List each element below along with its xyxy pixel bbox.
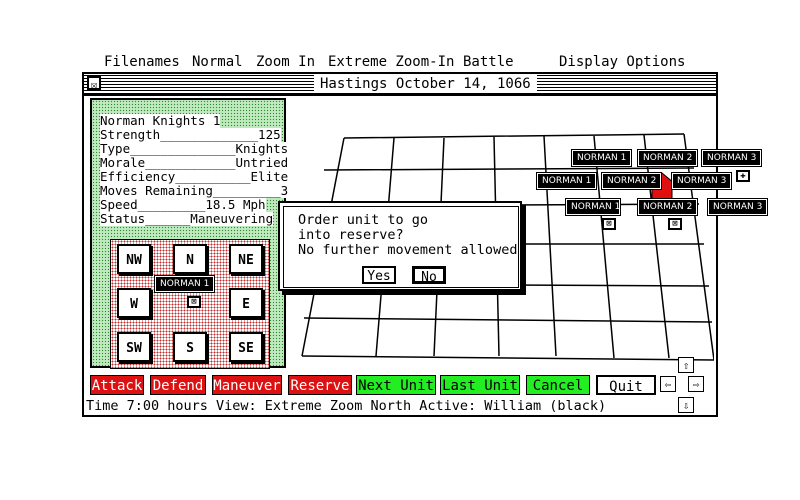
defend-button[interactable]: Defend <box>150 375 206 395</box>
scroll-left-icon[interactable]: ⇦ <box>660 376 676 392</box>
battle-window: ☒ Hastings October 14, 1066 Norman Knigh… <box>82 72 769 417</box>
unit-norman-2-marker[interactable]: NORMAN 2 <box>636 198 699 216</box>
unit-moves-remaining: Moves Remaining_________3 <box>100 183 289 198</box>
unit-strength: Strength_____________125 <box>100 127 281 142</box>
direction-s-button[interactable]: S <box>173 332 207 362</box>
unit-norman-2-marker[interactable]: NORMAN 2 <box>600 172 663 190</box>
unit-norman-3-marker[interactable]: NORMAN 3 <box>706 198 769 216</box>
attack-button[interactable]: Attack <box>90 375 144 395</box>
dialog-message-line-2: into reserve? <box>298 227 404 243</box>
menu-bar: Filenames Normal Zoom In Extreme Zoom-In… <box>82 52 718 72</box>
menu-normal[interactable]: Normal <box>192 54 243 70</box>
scroll-right-icon[interactable]: ⇨ <box>688 376 704 392</box>
direction-se-button[interactable]: SE <box>229 332 263 362</box>
unit-speed: Speed_________18.5 Mph <box>100 197 266 212</box>
menu-zoom-in[interactable]: Zoom In <box>256 54 316 70</box>
dialog-message-line-1: Order unit to go <box>298 212 429 228</box>
direction-nw-button[interactable]: NW <box>117 244 151 274</box>
direction-ne-button[interactable]: NE <box>229 244 263 274</box>
unit-info-panel: Norman Knights 1 Strength_____________12… <box>90 98 289 368</box>
menu-display-options[interactable]: Display Options <box>559 54 686 70</box>
dialog-message-line-3: No further movement allowed. <box>298 242 526 258</box>
scroll-up-icon[interactable]: ⇧ <box>678 357 694 373</box>
direction-n-button[interactable]: N <box>173 244 207 274</box>
unit-norman-2-marker[interactable]: NORMAN 2 <box>636 149 699 167</box>
close-icon[interactable]: ☒ <box>87 76 101 92</box>
unit-norman-3-marker[interactable]: NORMAN 3 <box>700 149 763 167</box>
scroll-down-icon[interactable]: ⇩ <box>678 397 694 413</box>
direction-w-button[interactable]: W <box>117 288 151 318</box>
maneuver-button[interactable]: Maneuver <box>212 375 282 395</box>
menu-extreme-zoom-in[interactable]: Extreme Zoom-In <box>328 54 455 70</box>
status-line: Time 7:00 hours View: Extreme Zoom North… <box>86 398 607 414</box>
reserve-button[interactable]: Reserve <box>288 375 352 395</box>
yes-button[interactable]: Yes <box>362 266 396 284</box>
reserve-confirm-dialog: Order unit to go into reserve? No furthe… <box>278 201 526 291</box>
unit-marker-icon: ⊠ <box>602 218 616 230</box>
unit-marker-icon: ⊠ <box>668 218 682 230</box>
unit-norman-1-marker[interactable]: NORMAN 1 <box>565 198 621 216</box>
unit-morale: Morale____________Untried <box>100 155 289 170</box>
unit-efficiency: Efficiency__________Elite <box>100 169 289 184</box>
direction-pad: NW N NE W E SW S SE NORMAN 1 ⊠ <box>110 239 270 369</box>
menu-battle[interactable]: Battle <box>463 54 514 70</box>
menu-filenames[interactable]: Filenames <box>104 54 180 70</box>
selected-unit-label: NORMAN 1 <box>153 275 216 293</box>
title-bar[interactable]: ☒ Hastings October 14, 1066 <box>84 74 716 96</box>
unit-type: Type______________Knights <box>100 141 289 156</box>
unit-name: Norman Knights 1 <box>100 113 221 128</box>
direction-sw-button[interactable]: SW <box>117 332 151 362</box>
next-unit-button[interactable]: Next Unit <box>356 375 436 395</box>
unit-marker-icon: ✚ <box>736 170 750 182</box>
window-title: Hastings October 14, 1066 <box>314 75 537 93</box>
selected-unit-marker: ⊠ <box>187 296 201 308</box>
last-unit-button[interactable]: Last Unit <box>440 375 520 395</box>
cancel-button[interactable]: Cancel <box>526 375 590 395</box>
unit-norman-1-marker[interactable]: NORMAN 1 <box>535 172 598 190</box>
unit-norman-3-marker[interactable]: NORMAN 3 <box>670 172 733 190</box>
unit-status: Status______Maneuvering <box>100 211 274 226</box>
unit-norman-1-marker[interactable]: NORMAN 1 <box>570 149 633 167</box>
direction-e-button[interactable]: E <box>229 288 263 318</box>
quit-button[interactable]: Quit <box>596 375 656 395</box>
no-button[interactable]: No <box>412 266 446 285</box>
